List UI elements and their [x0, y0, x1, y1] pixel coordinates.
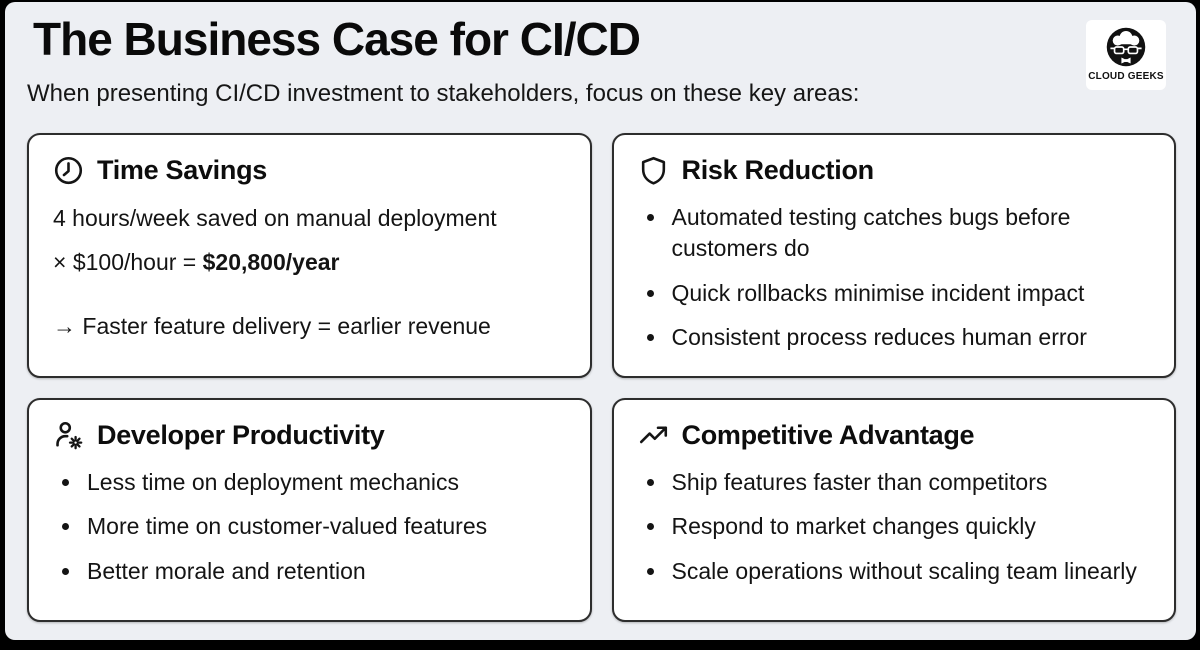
card-time-savings-header: Time Savings: [53, 155, 566, 186]
list-item: Less time on deployment mechanics: [83, 467, 566, 499]
list-item: More time on customer-valued features: [83, 511, 566, 543]
cloud-geeks-logo: CLOUD GEEKS: [1086, 20, 1166, 90]
card-competitive-advantage: Competitive Advantage Ship features fast…: [611, 397, 1176, 622]
slide: The Business Case for CI/CD When present…: [5, 2, 1196, 640]
list-item: Scale operations without scaling team li…: [668, 556, 1151, 588]
time-savings-line1: 4 hours/week saved on manual deployment: [53, 204, 497, 231]
logo-text: CLOUD GEEKS: [1088, 71, 1164, 82]
user-gear-icon: [56, 421, 83, 449]
time-savings-arrow-line: → Faster feature delivery = earlier reve…: [53, 312, 491, 339]
card-risk-reduction-header: Risk Reduction: [638, 155, 1151, 186]
trending-up-icon: [639, 426, 667, 443]
card-title: Competitive Advantage: [681, 419, 975, 450]
list-item: Consistent process reduces human error: [668, 322, 1151, 354]
calc-prefix: × $100/hour =: [53, 248, 203, 275]
list-item: Better morale and retention: [83, 556, 566, 588]
card-time-savings-body: 4 hours/week saved on manual deployment …: [53, 202, 566, 343]
slide-header: The Business Case for CI/CD When present…: [27, 14, 1176, 108]
competitive-advantage-list: Ship features faster than competitors Re…: [638, 467, 1151, 588]
card-title: Developer Productivity: [97, 419, 385, 450]
cards-grid: Time Savings 4 hours/week saved on manua…: [27, 132, 1176, 622]
card-title: Risk Reduction: [681, 154, 875, 185]
shield-icon: [641, 156, 665, 185]
list-item: Quick rollbacks minimise incident impact: [668, 278, 1151, 310]
cloud-geeks-face-icon: [1106, 27, 1146, 67]
developer-productivity-list: Less time on deployment mechanics More t…: [53, 467, 566, 588]
card-title: Time Savings: [97, 154, 267, 185]
calc-result: $20,800/year: [202, 248, 340, 275]
card-time-savings: Time Savings 4 hours/week saved on manua…: [27, 132, 592, 378]
list-item: Automated testing catches bugs before cu…: [668, 202, 1151, 265]
time-savings-calc-line: × $100/hour = $20,800/year: [53, 246, 566, 278]
list-item: Respond to market changes quickly: [668, 511, 1151, 543]
page-title: The Business Case for CI/CD: [33, 13, 641, 65]
card-developer-productivity: Developer Productivity Less time on depl…: [27, 397, 592, 622]
card-risk-reduction: Risk Reduction Automated testing catches…: [611, 132, 1176, 378]
card-developer-productivity-header: Developer Productivity: [53, 420, 566, 451]
risk-reduction-list: Automated testing catches bugs before cu…: [638, 202, 1151, 354]
page-subtitle: When presenting CI/CD investment to stak…: [27, 79, 860, 107]
list-item: Ship features faster than competitors: [668, 467, 1151, 499]
clock-icon: [54, 156, 83, 184]
card-competitive-advantage-header: Competitive Advantage: [638, 420, 1151, 451]
